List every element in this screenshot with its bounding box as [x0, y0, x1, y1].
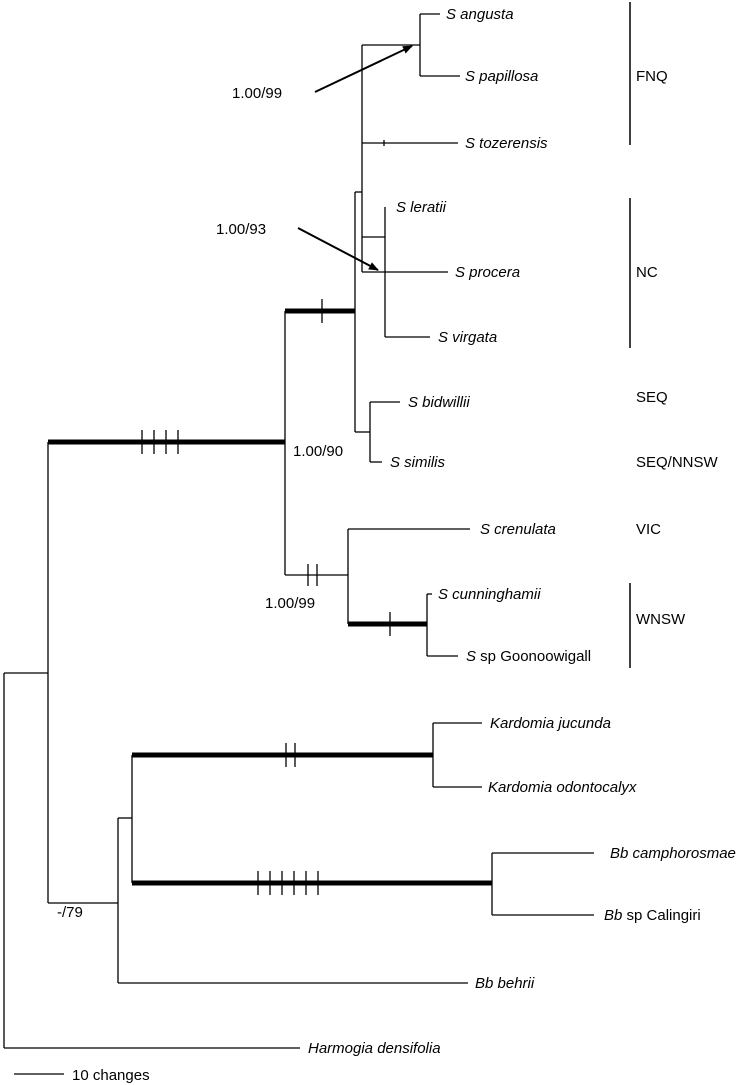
support-nc: 1.00/93: [216, 221, 266, 238]
support-fnq: 1.00/99: [232, 85, 282, 102]
region-vic: VIC: [636, 521, 661, 538]
taxon-labels: S angusta S papillosa S tozerensis S ler…: [308, 6, 736, 1057]
taxon-harmogia-densifolia: Harmogia densifolia: [308, 1040, 441, 1057]
taxon-s-tozerensis: S tozerensis: [465, 135, 548, 152]
taxon-bb-behrii: Bb behrii: [475, 975, 535, 992]
character-ticks: [141, 299, 391, 895]
taxon-bb-calingiri: Bb sp Calingiri: [604, 907, 701, 924]
taxon-kardomia-jucunda: Kardomia jucunda: [490, 715, 611, 732]
support-values: 1.00/99 1.00/93 1.00/90 1.00/99 -/79: [57, 85, 343, 921]
support-outgroup: -/79: [57, 904, 83, 921]
taxon-s-leratii: S leratii: [396, 199, 447, 216]
scale-label: 10 changes: [72, 1067, 150, 1084]
region-seq: SEQ: [636, 389, 668, 406]
region-seq-nnsw: SEQ/NNSW: [636, 454, 719, 471]
taxon-kardomia-odontocalyx: Kardomia odontocalyx: [488, 779, 637, 796]
region-nc: NC: [636, 264, 658, 281]
nc-support-arrow: [297, 227, 379, 271]
region-fnq: FNQ: [636, 68, 668, 85]
fnq-support-arrow: [314, 45, 413, 93]
taxon-s-procera: S procera: [455, 264, 520, 281]
taxon-s-angusta: S angusta: [446, 6, 514, 23]
taxon-bb-camphorosmae: Bb camphorosmae: [610, 845, 736, 862]
branches-s-clade: [284, 13, 470, 657]
taxon-s-bidwillii: S bidwillii: [408, 394, 470, 411]
taxon-s-papillosa: S papillosa: [465, 68, 538, 85]
taxon-s-similis: S similis: [390, 454, 445, 471]
scale-bar: 10 changes: [14, 1067, 150, 1084]
taxon-s-crenulata: S crenulata: [480, 521, 556, 538]
taxon-s-goonoowigall: S sp Goonoowigall: [466, 648, 591, 665]
taxon-s-virgata: S virgata: [438, 329, 497, 346]
support-seq: 1.00/90: [293, 443, 343, 460]
taxon-s-cunninghamii: S cunninghamii: [438, 586, 541, 603]
branches-root: [3, 439, 300, 1049]
region-wnsw: WNSW: [636, 611, 686, 628]
region-labels: FNQ NC SEQ SEQ/NNSW VIC WNSW: [636, 68, 719, 628]
support-vic-wnsw: 1.00/99: [265, 595, 315, 612]
branches-kardomia-babingtonia: [117, 722, 594, 984]
